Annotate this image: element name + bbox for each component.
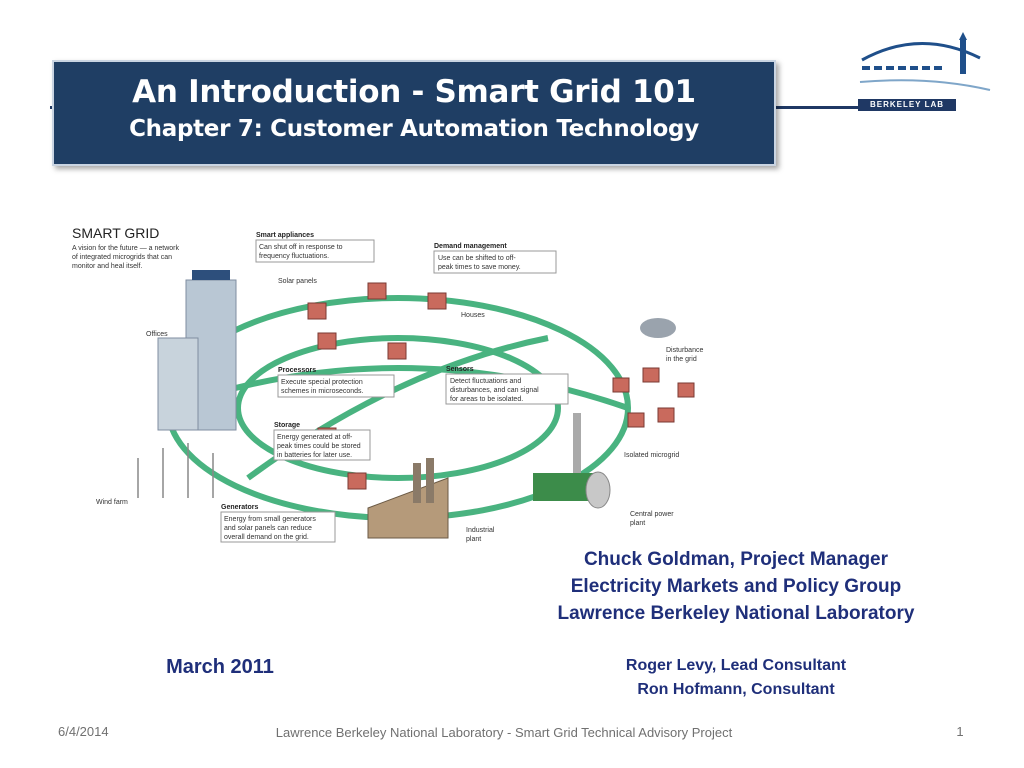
central-power-plant-label-1: Central power	[630, 511, 674, 518]
industrial-plant	[367, 458, 449, 539]
title-box: An Introduction - Smart Grid 101 Chapter…	[52, 60, 776, 166]
demand-management-line-1: Use can be shifted to off-	[438, 255, 516, 262]
smart-appliances-line-1: Can shut off in response to	[259, 244, 343, 251]
consultant-line-1: Roger Levy, Lead Consultant	[625, 657, 847, 674]
wind-farm-label: Wind farm	[96, 499, 128, 506]
demand-management-line-2: peak times to save money.	[438, 264, 521, 271]
isolated-microgrid-label: Isolated microgrid	[624, 452, 679, 459]
processors-heading: Processors	[278, 367, 316, 374]
disturbance-label-1: Disturbance	[666, 347, 703, 354]
central-power-plant	[533, 413, 611, 509]
storm-cloud-icon	[640, 318, 676, 338]
diagram-tagline-1: A vision for the future — a network	[72, 245, 179, 252]
smart-grid-diagram: SMART GRID A vision for the future — a n…	[72, 225, 703, 543]
presentation-date: March 2011	[166, 656, 274, 678]
consultant-line-2: Ron Hofmann, Consultant	[637, 681, 835, 698]
processors-line-1: Execute special protection	[281, 379, 363, 386]
offices-label: Offices	[146, 331, 168, 338]
smart-appliances-heading: Smart appliances	[256, 232, 314, 239]
credits-line-1: Chuck Goldman, Project Manager	[583, 549, 889, 570]
credits-line-3: Lawrence Berkeley National Laboratory	[557, 603, 915, 624]
houses-label: Houses	[461, 312, 485, 319]
diagram-tagline-3: monitor and heal itself.	[72, 263, 142, 270]
central-power-plant-label-2: plant	[630, 520, 645, 527]
storage-line-1: Energy generated at off-	[277, 434, 353, 441]
berkeley-lab-logo	[859, 32, 991, 91]
storage-line-3: in batteries for later use.	[277, 452, 352, 459]
solar-panels-label: Solar panels	[278, 278, 317, 285]
processors-line-2: schemes in microseconds.	[281, 388, 364, 395]
slide-subtitle: Chapter 7: Customer Automation Technolog…	[129, 116, 699, 142]
industrial-plant-label-1: Industrial	[466, 527, 495, 534]
sensors-line-1: Detect fluctuations and	[450, 378, 521, 385]
footer-text: Lawrence Berkeley National Laboratory - …	[275, 725, 733, 740]
sensors-line-3: for areas to be isolated.	[450, 396, 523, 403]
smart-appliances-line-2: frequency fluctuations.	[259, 253, 329, 260]
disturbance-label-2: in the grid	[666, 356, 697, 363]
wind-farm	[137, 443, 214, 498]
offices-building	[157, 270, 237, 431]
generators-line-3: overall demand on the grid.	[224, 534, 309, 541]
generators-line-2: and solar panels can reduce	[224, 525, 312, 532]
diagram-tagline-2: of integrated microgrids that can	[72, 254, 172, 261]
storage-line-2: peak times could be stored	[277, 443, 361, 450]
sensors-line-2: disturbances, and can signal	[450, 387, 539, 394]
industrial-plant-label-2: plant	[466, 536, 481, 543]
consultants-block: Roger Levy, Lead Consultant Ron Hofmann,…	[560, 654, 912, 702]
generators-heading: Generators	[221, 504, 258, 511]
diagram-title: SMART GRID	[72, 225, 159, 241]
slide-title: An Introduction - Smart Grid 101	[132, 74, 696, 110]
demand-management-heading: Demand management	[434, 243, 507, 250]
credits-block: Chuck Goldman, Project Manager Electrici…	[500, 546, 972, 627]
storage-heading: Storage	[274, 422, 300, 429]
berkeley-lab-logo-text: BERKELEY LAB	[858, 99, 956, 111]
page-number: 1	[956, 724, 964, 739]
generators-line-1: Energy from small generators	[224, 516, 316, 523]
credits-line-2: Electricity Markets and Policy Group	[570, 576, 902, 597]
footer-date: 6/4/2014	[58, 724, 109, 739]
sensors-heading: Sensors	[446, 366, 474, 373]
